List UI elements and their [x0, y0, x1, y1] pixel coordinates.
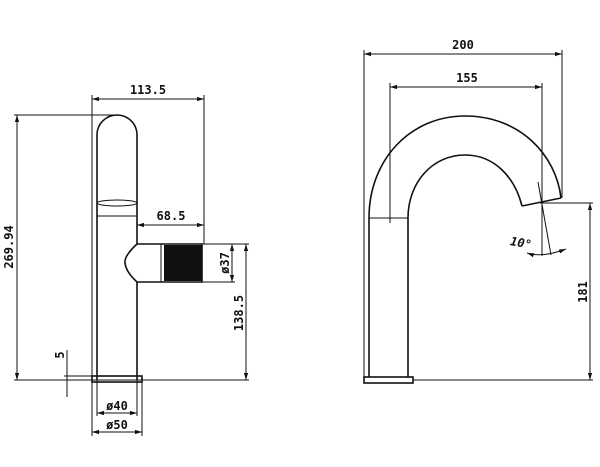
spout-inner — [407, 154, 523, 377]
dim-spout-angle: 10° — [509, 234, 533, 252]
dim-height-total: 269.94 — [2, 225, 16, 268]
dim-base-thickness: 5 — [53, 351, 67, 358]
dim-handle-diameter: ø37 — [218, 252, 232, 274]
dim-spout-reach: 155 — [456, 71, 478, 85]
base-front — [363, 376, 414, 384]
handle-knurl — [164, 245, 202, 281]
spout-outer — [368, 115, 562, 377]
dim-handle-height: 138.5 — [232, 295, 246, 331]
body-ring — [96, 199, 138, 207]
dim-handle-length: 68.5 — [157, 209, 186, 223]
dim-body-diameter: ø40 — [106, 399, 128, 413]
dim-base-diameter: ø50 — [106, 418, 128, 432]
dim-width-total: 113.5 — [130, 83, 166, 97]
dim-front-width: 200 — [452, 38, 474, 52]
base-side — [91, 375, 143, 383]
faucet-body-side — [96, 114, 138, 380]
front-view: 200 155 181 10° — [363, 38, 593, 384]
dim-spout-height: 181 — [576, 281, 590, 303]
side-view: 113.5 269.94 68.5 ø37 138.5 5 ø40 ø50 — [2, 83, 249, 436]
